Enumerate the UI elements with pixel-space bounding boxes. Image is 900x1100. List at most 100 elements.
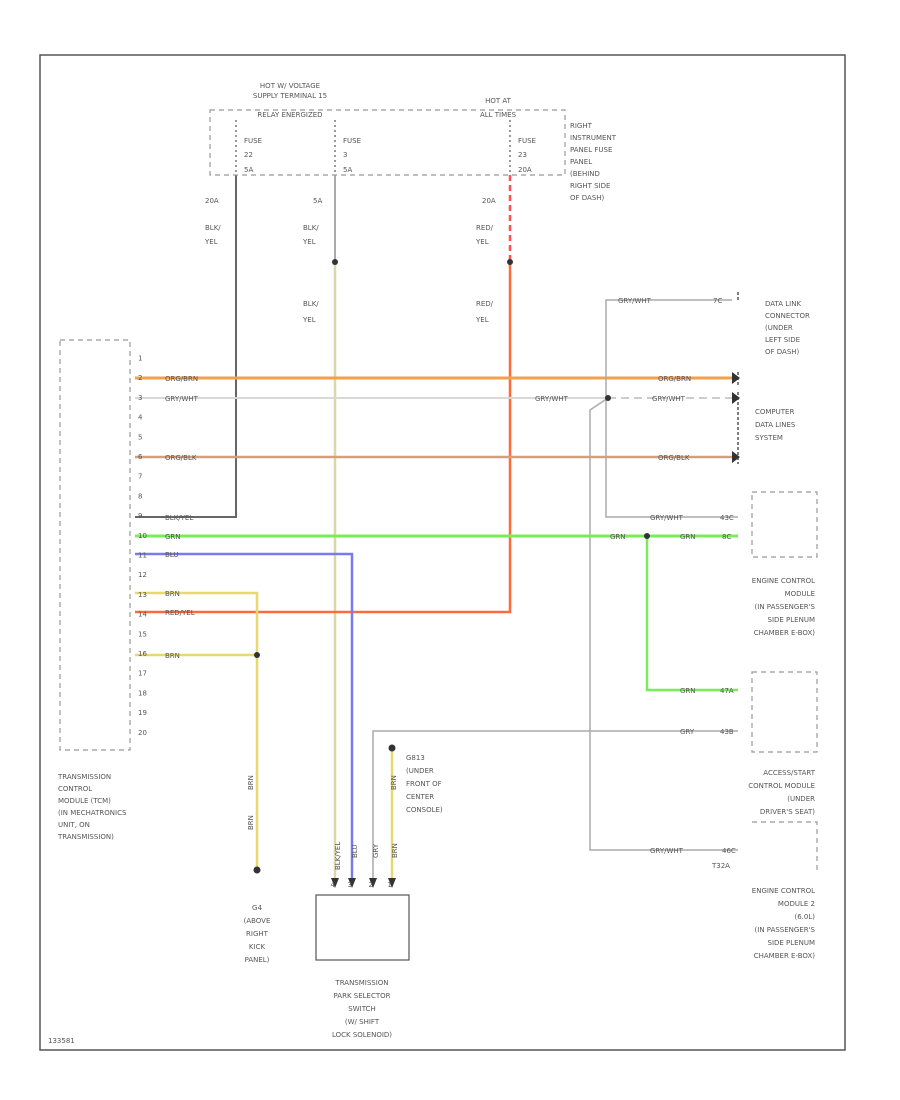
fuse-panel-box [209,109,566,176]
svg-text:(UNDER: (UNDER [765,324,793,332]
fuse-23: FUSE 23 20A [509,120,536,175]
svg-text:BLK/YEL: BLK/YEL [165,514,193,522]
svg-text:G813: G813 [406,754,425,762]
svg-text:PANEL: PANEL [570,158,592,166]
svg-text:DRIVER'S SEAT): DRIVER'S SEAT) [760,808,815,816]
tcm-pin-14: 14 [138,611,147,619]
wire-red-yel-pin14 [135,262,512,614]
svg-text:ORG/BLK: ORG/BLK [165,454,197,462]
svg-text:3: 3 [343,151,347,159]
svg-text:HOT W/ VOLTAGE: HOT W/ VOLTAGE [260,82,320,90]
svg-text:KICK: KICK [249,943,266,951]
tcm-pin-2: 2 [138,374,142,382]
svg-text:SIDE PLENUM: SIDE PLENUM [768,939,816,947]
svg-text:FUSE: FUSE [343,137,361,145]
switch-label: TRANSMISSION PARK SELECTOR SWITCH (W/ SH… [332,979,392,1039]
svg-text:PARK SELECTOR: PARK SELECTOR [334,992,391,1000]
svg-text:OF DASH): OF DASH) [765,348,800,356]
svg-text:YEL: YEL [302,316,316,324]
svg-text:ORG/BRN: ORG/BRN [165,375,198,383]
wire-gry-wht-dlc [605,299,738,518]
svg-text:(IN PASSENGER'S: (IN PASSENGER'S [755,926,816,934]
svg-text:BLU: BLU [165,551,178,559]
svg-text:PANEL): PANEL) [245,956,270,964]
tcm-pin-17: 17 [138,670,147,678]
fuse-3: FUSE 3 5A [334,120,361,175]
label-brn-3: BRN [390,775,398,790]
arrow-switch-pin2 [369,878,377,888]
label-brn-2: BRN [247,815,255,830]
svg-text:HOT AT: HOT AT [485,97,512,105]
svg-text:TRANSMISSION): TRANSMISSION) [57,833,114,841]
svg-text:(IN PASSENGER'S: (IN PASSENGER'S [755,603,816,611]
svg-text:CONSOLE): CONSOLE) [406,806,443,814]
ground-g4-dot [253,866,261,874]
svg-text:RELAY ENERGIZED: RELAY ENERGIZED [257,111,322,119]
svg-text:ALL TIMES: ALL TIMES [480,111,517,119]
label-org-blk-right: ORG/BLK [658,454,690,462]
svg-text:SWITCH: SWITCH [348,1005,375,1013]
svg-text:FRONT OF: FRONT OF [406,780,442,788]
svg-text:FUSE: FUSE [518,137,536,145]
ground-g4-label: G4 (ABOVE RIGHT KICK PANEL) [244,904,271,964]
svg-text:(UNDER: (UNDER [787,795,815,803]
svg-text:ENGINE CONTROL: ENGINE CONTROL [752,577,815,585]
fuse-panel-label-left: HOT W/ VOLTAGE SUPPLY TERMINAL 15 RELAY … [253,82,327,119]
label-ecm-gry-wht: GRY/WHT [650,514,684,522]
svg-text:RIGHT: RIGHT [246,930,269,938]
fuse-3-amps: 5A [313,197,322,205]
ecm2-box-partial [752,821,818,870]
switch-pin-3: 3 [348,881,352,889]
label-org-brn-right: ORG/BRN [658,375,691,383]
label-ecm2-pin-46c: 46C [722,847,736,855]
svg-text:RED/YEL: RED/YEL [165,609,195,617]
switch-pin-2: 2 [369,881,373,889]
svg-text:OF DASH): OF DASH) [570,194,605,202]
svg-text:TRANSMISSION: TRANSMISSION [334,979,388,987]
svg-text:INSTRUMENT: INSTRUMENT [570,134,617,142]
access-start-label: ACCESS/START CONTROL MODULE (UNDER DRIVE… [748,769,816,816]
svg-text:GRN: GRN [165,533,181,541]
tcm-pin-12: 12 [138,571,147,579]
label-switch-gry: GRY [372,843,380,858]
svg-text:(W/ SHIFT: (W/ SHIFT [345,1018,380,1026]
wire-blu-pin11 [135,552,354,885]
diagram-code: 133581 [48,1037,75,1045]
svg-text:G4: G4 [252,904,262,912]
label-access-pin-47a: 47A [720,687,734,695]
wire-label-blk-yel-1: BLK/ YEL [204,224,221,246]
wire-grn-to-access [645,536,738,692]
switch-pin-1: 1 [388,881,392,889]
wire-label-red-yel-1: RED/ YEL [475,224,494,246]
label-ecm-grn-1: GRN [610,533,626,541]
ground-g813-dot [388,744,396,752]
switch-box [315,894,410,961]
fuse-panel-side-label: RIGHT INSTRUMENT PANEL FUSE PANEL (BEHIN… [570,122,617,202]
tcm-pin-4: 4 [138,414,143,422]
svg-text:LOCK SOLENOID): LOCK SOLENOID) [332,1031,392,1039]
label-gry-wht-mid: GRY/WHT [535,395,569,403]
svg-text:BRN: BRN [165,590,180,598]
svg-text:BLK/: BLK/ [205,224,221,232]
svg-text:TRANSMISSION: TRANSMISSION [57,773,111,781]
label-ecm-grn-2: GRN [680,533,696,541]
wire-label-blk-yel-3: BLK/ YEL [302,300,319,324]
svg-text:BLK/: BLK/ [303,300,319,308]
tcm-pin-13: 13 [138,591,147,599]
svg-text:MODULE: MODULE [785,590,815,598]
tcm-pin-6: 6 [138,453,143,461]
svg-text:BLK/: BLK/ [303,224,319,232]
ecm-label: ENGINE CONTROL MODULE (IN PASSENGER'S SI… [752,577,816,637]
svg-text:RIGHT: RIGHT [570,122,593,130]
diagram-frame [39,54,846,1051]
label-gry-wht-top: GRY/WHT [618,297,652,305]
label-gry-wht-right: GRY/WHT [652,395,686,403]
svg-text:CONNECTOR: CONNECTOR [765,312,810,320]
tcm-pin-19: 19 [138,709,147,717]
svg-text:22: 22 [244,151,253,159]
splice-blk-yel [332,259,338,265]
wire-blk-yel-pin9 [135,175,237,518]
svg-text:UNIT, ON: UNIT, ON [58,821,90,829]
